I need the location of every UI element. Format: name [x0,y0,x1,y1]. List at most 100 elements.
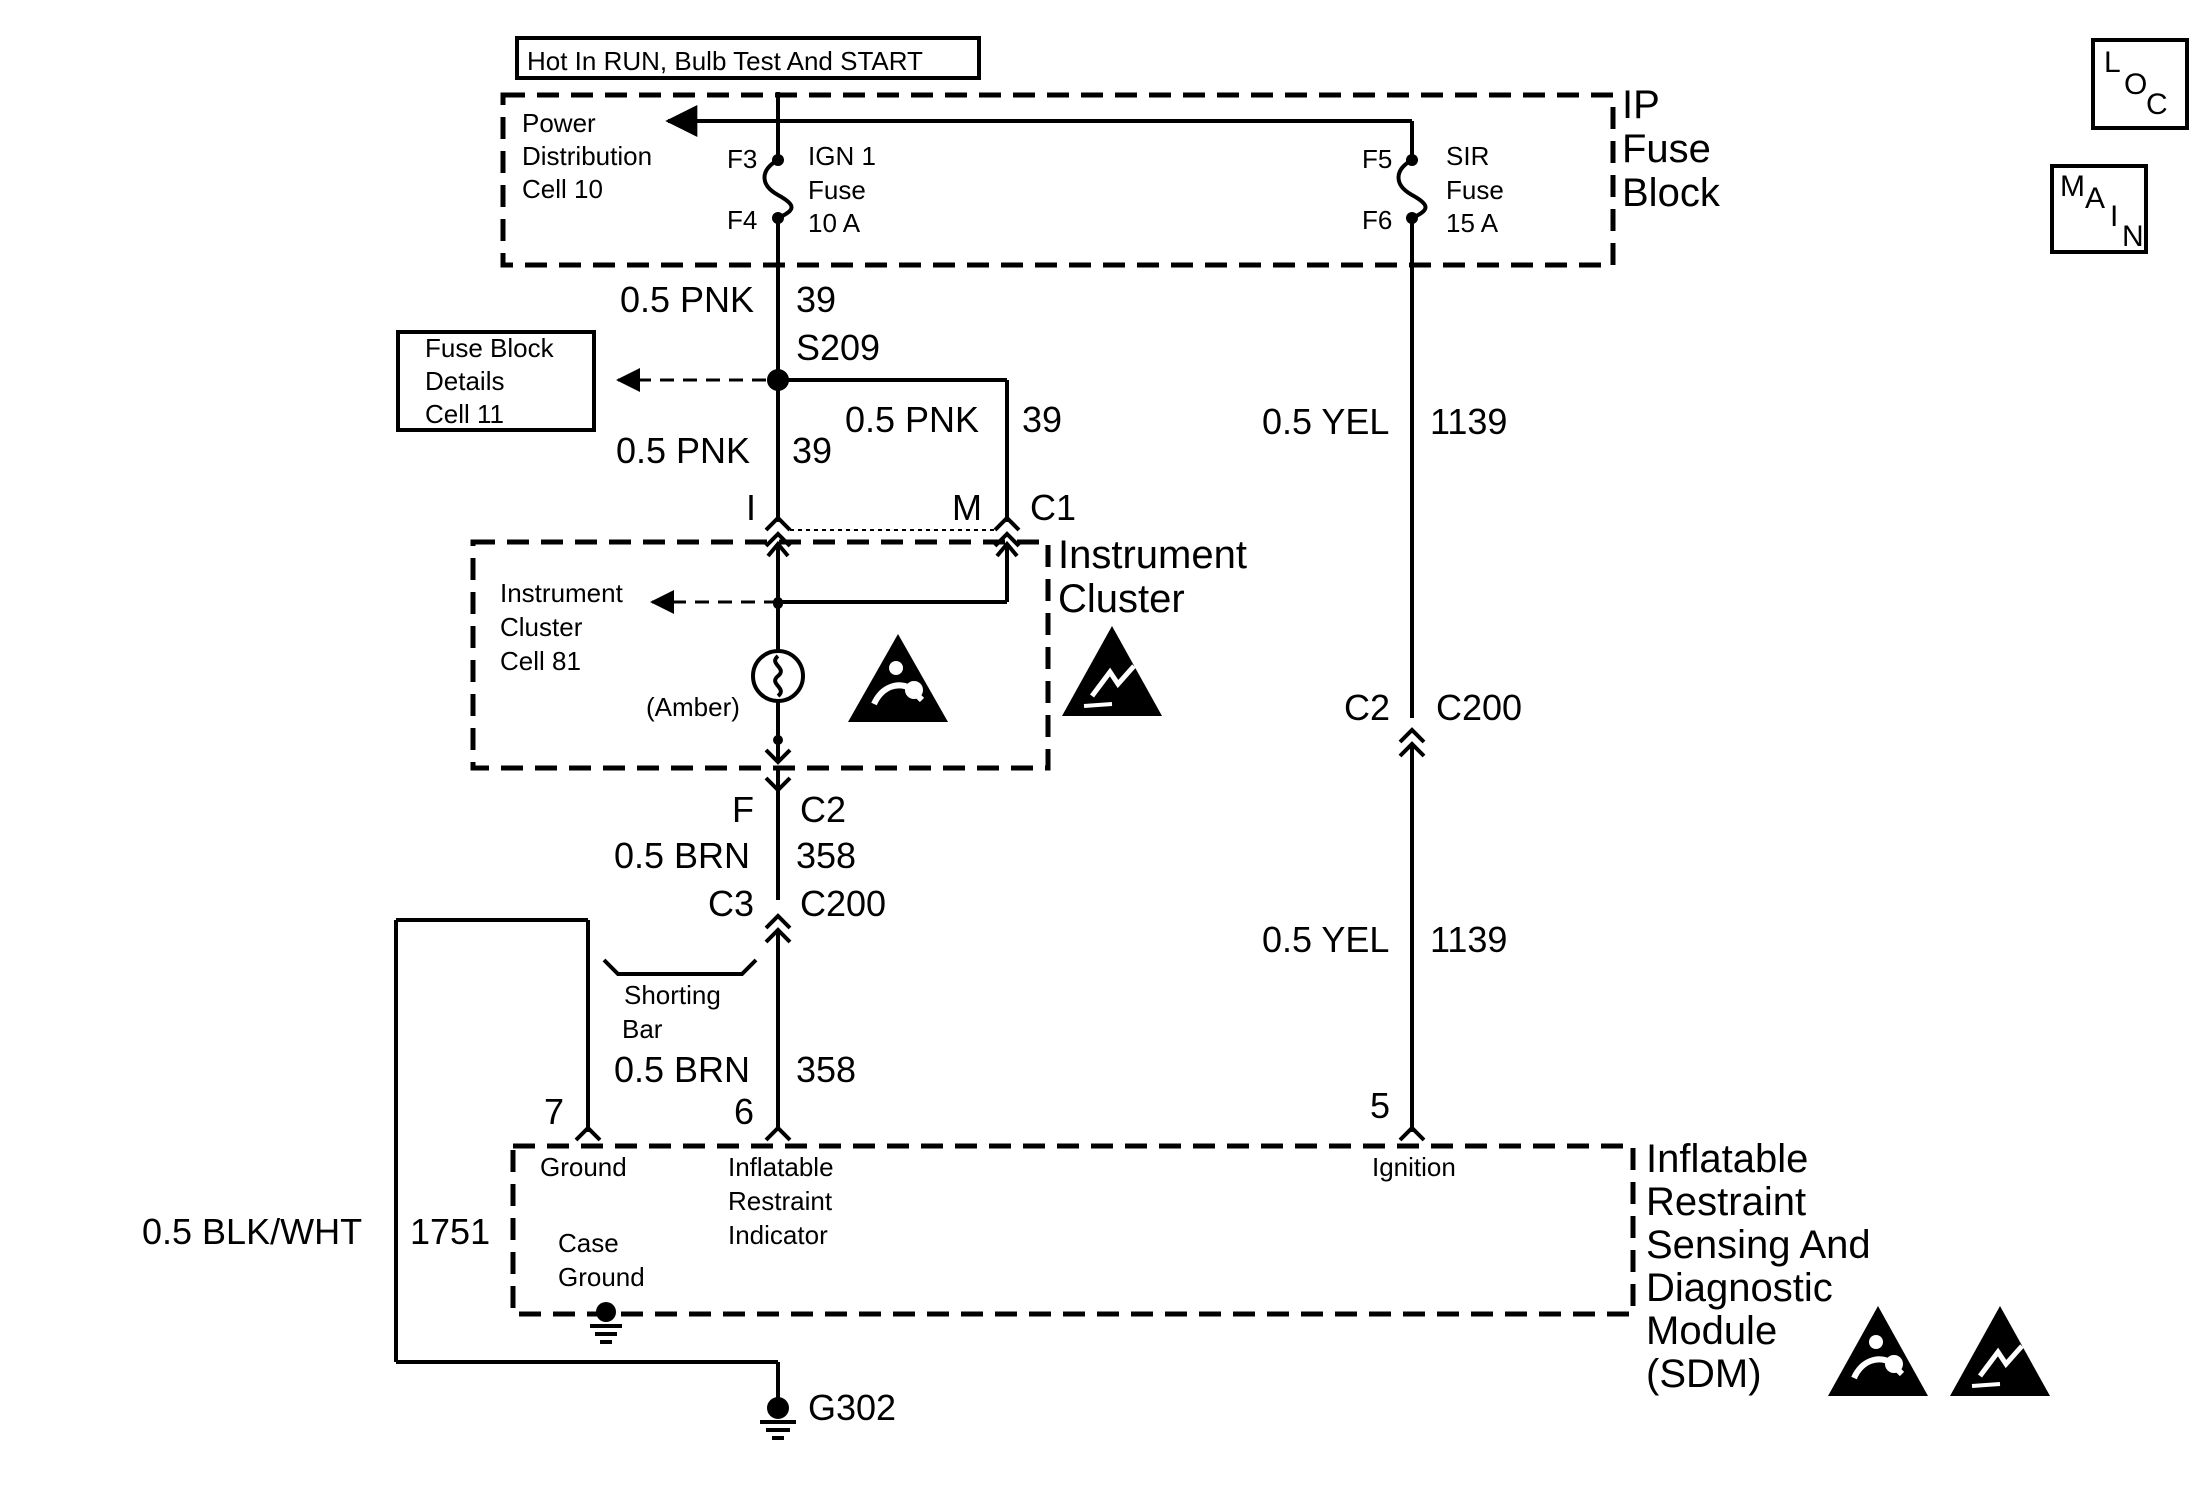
svg-text:Sensing And: Sensing And [1646,1223,1871,1267]
svg-text:15 A: 15 A [1446,208,1499,238]
indicator-lamp-icon: (Amber) [646,599,805,765]
svg-text:F4: F4 [727,205,757,235]
svg-text:Case: Case [558,1228,619,1258]
svg-text:A: A [2085,182,2105,215]
svg-text:Restraint: Restraint [1646,1180,1806,1224]
svg-text:358: 358 [796,835,856,876]
svg-text:C: C [2146,88,2168,121]
airbag-warning-icon [1828,1306,1928,1396]
fuse-details-box: Fuse Block Details Cell 11 [396,330,596,432]
svg-text:Distribution: Distribution [522,141,652,171]
svg-text:C200: C200 [800,883,886,924]
svg-text:Indicator: Indicator [728,1220,828,1250]
svg-text:Power: Power [522,108,596,138]
airbag-warning-icon [848,634,948,722]
svg-text:Bar: Bar [622,1014,663,1044]
svg-text:Ground: Ground [558,1262,645,1292]
svg-text:1139: 1139 [1430,401,1507,442]
svg-text:Cell 10: Cell 10 [522,174,603,204]
svg-text:Fuse: Fuse [1622,127,1711,171]
svg-text:Shorting: Shorting [624,980,721,1010]
svg-text:F6: F6 [1362,205,1392,235]
svg-text:Inflatable: Inflatable [728,1152,834,1182]
svg-text:S209: S209 [796,327,880,368]
svg-text:Ground: Ground [540,1152,627,1182]
svg-text:1751: 1751 [410,1211,490,1252]
supply-label-box: Hot In RUN, Bulb Test And START [515,36,981,80]
connector-c200-c2: C2 C200 [1344,687,1522,758]
svg-text:0.5 BRN: 0.5 BRN [614,835,750,876]
sir-fuse: F5 F6 SIR Fuse 15 A [1362,141,1504,238]
svg-text:0.5 PNK: 0.5 PNK [845,399,979,440]
svg-text:C2: C2 [1344,687,1390,728]
svg-text:C200: C200 [1436,687,1522,728]
svg-text:1139: 1139 [1430,919,1507,960]
ground-g302-icon: G302 [760,1387,896,1440]
instrument-cluster: Instrument Cluster Instrument Cluster Ce… [470,533,1247,771]
svg-text:0.5 PNK: 0.5 PNK [616,430,750,471]
svg-text:(Amber): (Amber) [646,692,740,722]
loc-button[interactable]: L O C [2091,38,2189,130]
svg-text:IP: IP [1622,83,1660,127]
svg-text:I: I [746,487,756,528]
esd-sensitive-icon [1950,1306,2050,1396]
svg-text:C2: C2 [800,789,846,830]
svg-text:N: N [2122,220,2144,253]
ip-fuse-block: IP Fuse Block Power Distribution Cell 10 [500,83,1721,268]
svg-text:I: I [2110,200,2118,233]
svg-text:0.5 BLK/WHT: 0.5 BLK/WHT [142,1211,362,1252]
connector-c1: I M C1 [746,487,1076,548]
svg-text:L: L [2104,46,2121,79]
svg-text:7: 7 [544,1091,564,1132]
svg-text:Cluster: Cluster [1058,577,1185,621]
ign1-fuse: F3 F4 IGN 1 Fuse 10 A [727,141,876,238]
svg-text:F3: F3 [727,144,757,174]
svg-text:Fuse Block: Fuse Block [425,333,555,363]
svg-text:F5: F5 [1362,144,1392,174]
svg-text:Diagnostic: Diagnostic [1646,1266,1833,1310]
svg-text:C1: C1 [1030,487,1076,528]
svg-text:M: M [2060,170,2085,203]
svg-text:Fuse: Fuse [808,175,866,205]
esd-sensitive-icon [1062,626,1162,716]
svg-text:Block: Block [1622,171,1721,215]
sdm-pins: 7 6 5 [544,1085,1426,1142]
svg-text:Details: Details [425,366,504,396]
svg-text:10 A: 10 A [808,208,861,238]
svg-text:Restraint: Restraint [728,1186,833,1216]
svg-text:M: M [952,487,982,528]
svg-text:6: 6 [734,1091,754,1132]
svg-text:Fuse: Fuse [1446,175,1504,205]
svg-text:39: 39 [1022,399,1062,440]
svg-text:Inflatable: Inflatable [1646,1137,1808,1181]
svg-text:SIR: SIR [1446,141,1489,171]
svg-text:Hot In RUN, Bulb Test And STAR: Hot In RUN, Bulb Test And START [527,46,923,76]
main-button[interactable]: M A I N [2050,164,2148,254]
svg-text:0.5 YEL: 0.5 YEL [1262,919,1389,960]
shorting-bar: Shorting Bar [602,958,758,1044]
svg-text:G302: G302 [808,1387,896,1428]
case-ground-icon [590,1302,622,1344]
svg-text:Cluster: Cluster [500,612,583,642]
svg-text:Instrument: Instrument [1058,533,1247,577]
svg-text:39: 39 [792,430,832,471]
sdm-module: Ground Inflatable Restraint Indicator Ig… [510,1137,1871,1396]
svg-text:Cell 81: Cell 81 [500,646,581,676]
svg-text:0.5 BRN: 0.5 BRN [614,1049,750,1090]
svg-text:Instrument: Instrument [500,578,624,608]
svg-text:358: 358 [796,1049,856,1090]
svg-text:O: O [2124,68,2147,101]
svg-text:(SDM): (SDM) [1646,1352,1762,1396]
svg-text:Module: Module [1646,1309,1777,1353]
splice-s209: S209 [767,327,880,391]
connector-cluster-c2: F C2 [732,768,846,900]
svg-text:C3: C3 [708,883,754,924]
connector-c200-c3: C3 C200 [708,883,886,944]
svg-text:F: F [732,789,754,830]
svg-text:IGN 1: IGN 1 [808,141,876,171]
svg-text:39: 39 [796,279,836,320]
svg-text:5: 5 [1370,1085,1390,1126]
svg-text:0.5 YEL: 0.5 YEL [1262,401,1389,442]
svg-text:0.5 PNK: 0.5 PNK [620,279,754,320]
